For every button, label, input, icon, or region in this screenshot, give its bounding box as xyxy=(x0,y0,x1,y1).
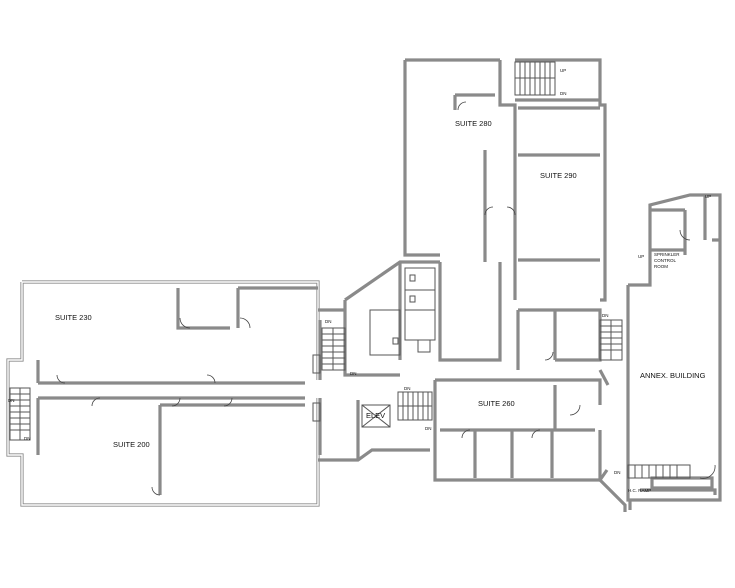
stair-up-label: UP xyxy=(560,68,566,73)
room-label-suite-200: SUITE 200 xyxy=(113,440,150,449)
stair-dn-label: DN xyxy=(24,436,31,441)
room-label-suite-260: SUITE 260 xyxy=(478,399,515,408)
room-label-sprinkler-1: SPRINKLER xyxy=(654,252,680,257)
stair-dn-label: DN xyxy=(560,91,567,96)
room-label-sprinkler-3: ROOM xyxy=(654,264,668,269)
room-label-annex: ANNEX. BUILDING xyxy=(640,371,706,380)
stair-dn-label: DN xyxy=(614,470,621,475)
stair-dn-label: DN xyxy=(8,398,15,403)
stairs xyxy=(9,61,691,479)
room-labels: SUITE 280 SUITE 290 SUITE 230 SUITE 200 … xyxy=(55,119,706,493)
room-label-sprinkler-2: CONTROL xyxy=(654,258,676,263)
room-label-ramp: H.C. RAMP xyxy=(628,488,651,493)
room-label-suite-230: SUITE 230 xyxy=(55,313,92,322)
room-label-suite-280: SUITE 280 xyxy=(455,119,492,128)
stair-direction-labels: UP DN DN DN DN DN DN UP UP DN DN DN xyxy=(8,68,711,475)
room-label-elev: ELEV xyxy=(366,411,385,420)
doors xyxy=(56,101,716,496)
stair-up-label: UP xyxy=(638,254,644,259)
stair-up-label: UP xyxy=(705,194,711,199)
walls xyxy=(6,58,722,512)
stair-dn-label: DN xyxy=(404,386,411,391)
restrooms xyxy=(312,267,436,428)
stair-dn-label: DN xyxy=(325,319,332,324)
room-label-suite-290: SUITE 290 xyxy=(540,171,577,180)
stair-dn-label: DN xyxy=(602,313,609,318)
stair-dn-label: DN xyxy=(425,426,432,431)
stair-dn-label: DN xyxy=(350,371,357,376)
